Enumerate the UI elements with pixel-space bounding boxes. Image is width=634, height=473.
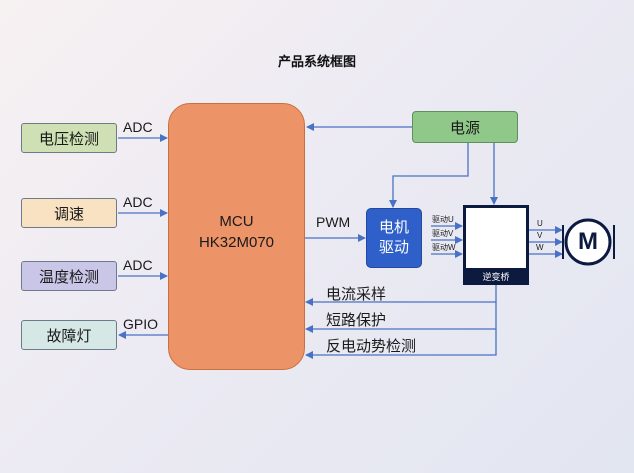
inverter-bridge-label: 逆变桥 [463, 268, 529, 285]
motor-icon [562, 218, 615, 266]
fault-lamp-box: 故障灯 [21, 320, 117, 350]
feedback-bemf-line [305, 329, 497, 359]
drive-u-label: 驱动U [432, 215, 454, 224]
pwm-label: PWM [316, 214, 351, 230]
diagram-title: 产品系统框图 [277, 55, 356, 70]
drive-w-label: 驱动W [432, 243, 456, 252]
current-sampling-label: 电流采样 [326, 286, 387, 303]
motor-label: M [578, 228, 598, 255]
temperature-detect-box: 温度检测 [21, 261, 117, 291]
mcu-name: MCU [219, 212, 254, 230]
phase-w-label: W [536, 243, 544, 252]
short-circuit-protection-label: 短路保护 [326, 312, 387, 329]
driver-label-line2: 驱动 [378, 239, 409, 256]
drive-v-label: 驱动V [432, 229, 454, 238]
voltage-detect-box: 电压检测 [21, 123, 117, 153]
gpio-label: GPIO [123, 316, 159, 332]
driver-label-line1: 电机 [378, 219, 409, 236]
adc-label-speed: ADC [123, 194, 153, 210]
power-to-driver-line [389, 143, 469, 208]
adc-label-voltage: ADC [123, 119, 153, 135]
phase-u-label: U [537, 219, 543, 228]
phase-v-label: V [537, 231, 543, 240]
mcu-block: MCU HK32M070 [168, 103, 305, 370]
back-emf-detection-label: 反电动势检测 [326, 338, 417, 355]
speed-control-box: 调速 [21, 198, 117, 228]
mcu-model: HK32M070 [198, 233, 275, 251]
adc-label-temp: ADC [123, 257, 153, 273]
power-supply-block: 电源 [412, 111, 518, 143]
motor-driver-block: 电机 驱动 [366, 208, 422, 268]
